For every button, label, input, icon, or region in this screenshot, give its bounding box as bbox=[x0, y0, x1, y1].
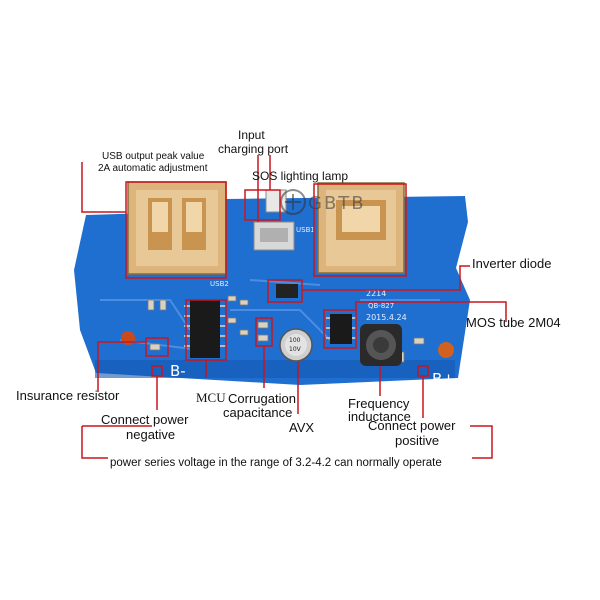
callout-lines bbox=[81, 155, 507, 459]
mos-chip bbox=[326, 314, 356, 344]
inverter-diode-label: Inverter diode bbox=[472, 256, 552, 271]
frequency-label-line2: inductance bbox=[348, 409, 411, 424]
corrugation-label-line1: Corrugation bbox=[228, 391, 296, 406]
input-port-label-line1: Input bbox=[238, 128, 265, 142]
frequency-inductor bbox=[360, 324, 402, 366]
silk-b-plus: B+ bbox=[432, 370, 455, 388]
corrugation-label-line2: capacitance bbox=[223, 405, 293, 420]
connect-negative-label-line1: Connect power bbox=[101, 412, 189, 427]
footer-note: power series voltage in the range of 3.2… bbox=[110, 457, 442, 469]
smd-components bbox=[147, 295, 425, 363]
usb-port-right bbox=[317, 182, 405, 274]
mcu-label: MCU bbox=[196, 390, 226, 405]
usb-port-left bbox=[127, 181, 227, 275]
frequency-label-line1: Frequency bbox=[348, 396, 410, 411]
silk-date: 2015.4.24 bbox=[366, 313, 407, 322]
connect-negative-label-line2: negative bbox=[126, 427, 176, 442]
avx-label: AVX bbox=[289, 420, 315, 435]
insurance-resistor-label: Insurance resistor bbox=[16, 388, 120, 403]
watermark-text: GBTB bbox=[308, 193, 366, 214]
micro-usb-port bbox=[253, 221, 295, 251]
silk-2214: 2214 bbox=[366, 289, 386, 298]
silk-usb1: USB1 bbox=[296, 226, 315, 234]
connect-positive-label-line1: Connect power bbox=[368, 418, 456, 433]
avx-cap-text1: 100 bbox=[289, 337, 301, 344]
inverter-diode bbox=[276, 284, 298, 298]
input-port-label-line2: charging port bbox=[218, 142, 289, 156]
mount-hole-left bbox=[121, 331, 135, 345]
connect-positive-label-line2: positive bbox=[395, 433, 440, 448]
mos-tube-label: MOS tube 2M04 bbox=[466, 315, 561, 330]
watermark-logo bbox=[280, 189, 306, 215]
mcu-chip bbox=[184, 300, 226, 358]
sos-lamp-label: SOS lighting lamp bbox=[252, 169, 349, 183]
usb-output-label-line1: USB output peak value bbox=[102, 151, 205, 162]
usb-output-label-line2: 2A automatic adjustment bbox=[98, 163, 208, 174]
avx-cap-text2: 10V bbox=[289, 346, 302, 353]
silk-b-minus: B- bbox=[170, 362, 186, 380]
silk-usb2: USB2 bbox=[210, 280, 229, 288]
silk-model: QB-827 bbox=[368, 302, 394, 310]
mount-hole-right bbox=[438, 342, 454, 358]
avx-capacitor bbox=[279, 328, 313, 362]
